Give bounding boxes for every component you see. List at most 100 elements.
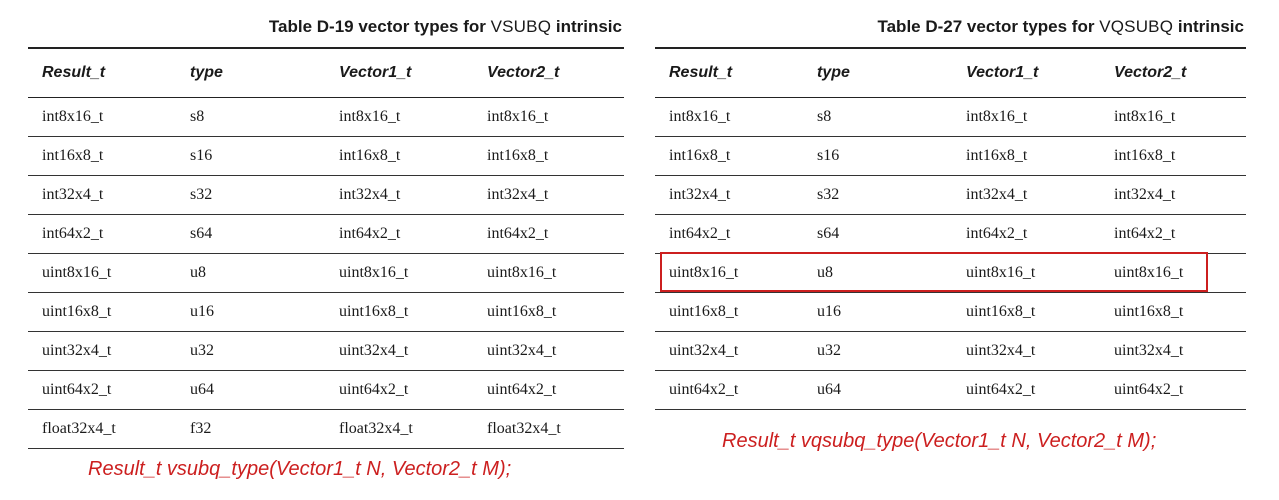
cell-vector1: uint16x8_t	[952, 292, 1100, 332]
cell-type: s32	[803, 175, 952, 215]
cell-type: f32	[176, 409, 325, 449]
caption-suffix: intrinsic	[1173, 17, 1244, 36]
cell-vector1: uint16x8_t	[325, 292, 473, 332]
cell-type: s32	[176, 175, 325, 215]
cell-vector1: int8x16_t	[952, 97, 1100, 137]
cell-vector1: int64x2_t	[325, 214, 473, 254]
cell-type: u8	[176, 253, 325, 293]
cell-vector2: uint32x4_t	[473, 331, 624, 371]
table-caption: Table D-27 vector types for VQSUBQ intri…	[655, 15, 1246, 39]
cell-vector2: int8x16_t	[473, 97, 624, 137]
cell-vector2: uint16x8_t	[473, 292, 624, 332]
cell-vector2: int32x4_t	[1100, 175, 1246, 215]
cell-type: s8	[803, 97, 952, 137]
function-signature-vsubq: Result_t vsubq_type(Vector1_t N, Vector2…	[88, 458, 512, 480]
cell-type: u64	[176, 370, 325, 410]
header-row: Result_t type Vector1_t Vector2_t	[28, 47, 624, 98]
column-header-result: Result_t	[655, 47, 803, 98]
caption-intrinsic-name: VQSUBQ	[1099, 17, 1174, 36]
cell-type: u16	[176, 292, 325, 332]
column-header-vector2: Vector2_t	[1100, 47, 1246, 98]
cell-type: s64	[803, 214, 952, 254]
cell-result: uint32x4_t	[28, 331, 176, 371]
cell-type: s16	[176, 136, 325, 176]
cell-vector1: uint32x4_t	[952, 331, 1100, 371]
cell-vector2: float32x4_t	[473, 409, 624, 449]
cell-vector2: int32x4_t	[473, 175, 624, 215]
vsubq-table-panel: Table D-19 vector types for VSUBQ intrin…	[28, 0, 624, 449]
table-caption: Table D-19 vector types for VSUBQ intrin…	[28, 15, 624, 39]
cell-vector2: int64x2_t	[473, 214, 624, 254]
cell-vector2: int8x16_t	[1100, 97, 1246, 137]
cell-result: int16x8_t	[28, 136, 176, 176]
column-header-result: Result_t	[28, 47, 176, 98]
cell-type: u32	[803, 331, 952, 371]
cell-vector2: uint64x2_t	[473, 370, 624, 410]
function-signature-vqsubq: Result_t vqsubq_type(Vector1_t N, Vector…	[722, 430, 1157, 452]
cell-result: int8x16_t	[655, 97, 803, 137]
cell-result: uint32x4_t	[655, 331, 803, 371]
column-header-type: type	[803, 47, 952, 98]
cell-vector1: int64x2_t	[952, 214, 1100, 254]
cell-vector1: uint64x2_t	[325, 370, 473, 410]
cell-vector2: uint8x16_t	[473, 253, 624, 293]
cell-type: s8	[176, 97, 325, 137]
vector-types-table: Result_t type Vector1_t Vector2_t int8x1…	[28, 47, 624, 449]
cell-result: uint64x2_t	[28, 370, 176, 410]
cell-vector1: uint8x16_t	[952, 253, 1100, 293]
column-header-vector2: Vector2_t	[473, 47, 624, 98]
cell-vector1: int32x4_t	[952, 175, 1100, 215]
cell-type: u32	[176, 331, 325, 371]
cell-vector1: int8x16_t	[325, 97, 473, 137]
cell-result: uint8x16_t	[655, 253, 803, 293]
cell-result: uint16x8_t	[655, 292, 803, 332]
column-header-vector1: Vector1_t	[325, 47, 473, 98]
cell-result: int32x4_t	[655, 175, 803, 215]
cell-vector2: uint32x4_t	[1100, 331, 1246, 371]
cell-vector2: uint64x2_t	[1100, 370, 1246, 410]
cell-vector2: uint8x16_t	[1100, 253, 1246, 293]
cell-vector1: int16x8_t	[325, 136, 473, 176]
cell-type: u16	[803, 292, 952, 332]
cell-type: u8	[803, 253, 952, 293]
column-header-type: type	[176, 47, 325, 98]
cell-result: int32x4_t	[28, 175, 176, 215]
caption-prefix: Table D-19 vector types for	[268, 17, 491, 36]
cell-result: uint8x16_t	[28, 253, 176, 293]
cell-vector1: uint32x4_t	[325, 331, 473, 371]
caption-suffix: intrinsic	[551, 17, 622, 36]
caption-prefix: Table D-27 vector types for	[877, 17, 1100, 36]
cell-result: float32x4_t	[28, 409, 176, 449]
vector-types-table: Result_t type Vector1_t Vector2_t int8x1…	[655, 47, 1246, 410]
cell-result: uint64x2_t	[655, 370, 803, 410]
cell-vector2: int16x8_t	[473, 136, 624, 176]
cell-result: uint16x8_t	[28, 292, 176, 332]
cell-result: int64x2_t	[655, 214, 803, 254]
cell-type: s64	[176, 214, 325, 254]
caption-intrinsic-name: VSUBQ	[490, 17, 552, 36]
cell-type: u64	[803, 370, 952, 410]
cell-result: int16x8_t	[655, 136, 803, 176]
cell-type: s16	[803, 136, 952, 176]
cell-vector2: uint16x8_t	[1100, 292, 1246, 332]
cell-vector1: uint8x16_t	[325, 253, 473, 293]
cell-vector1: uint64x2_t	[952, 370, 1100, 410]
